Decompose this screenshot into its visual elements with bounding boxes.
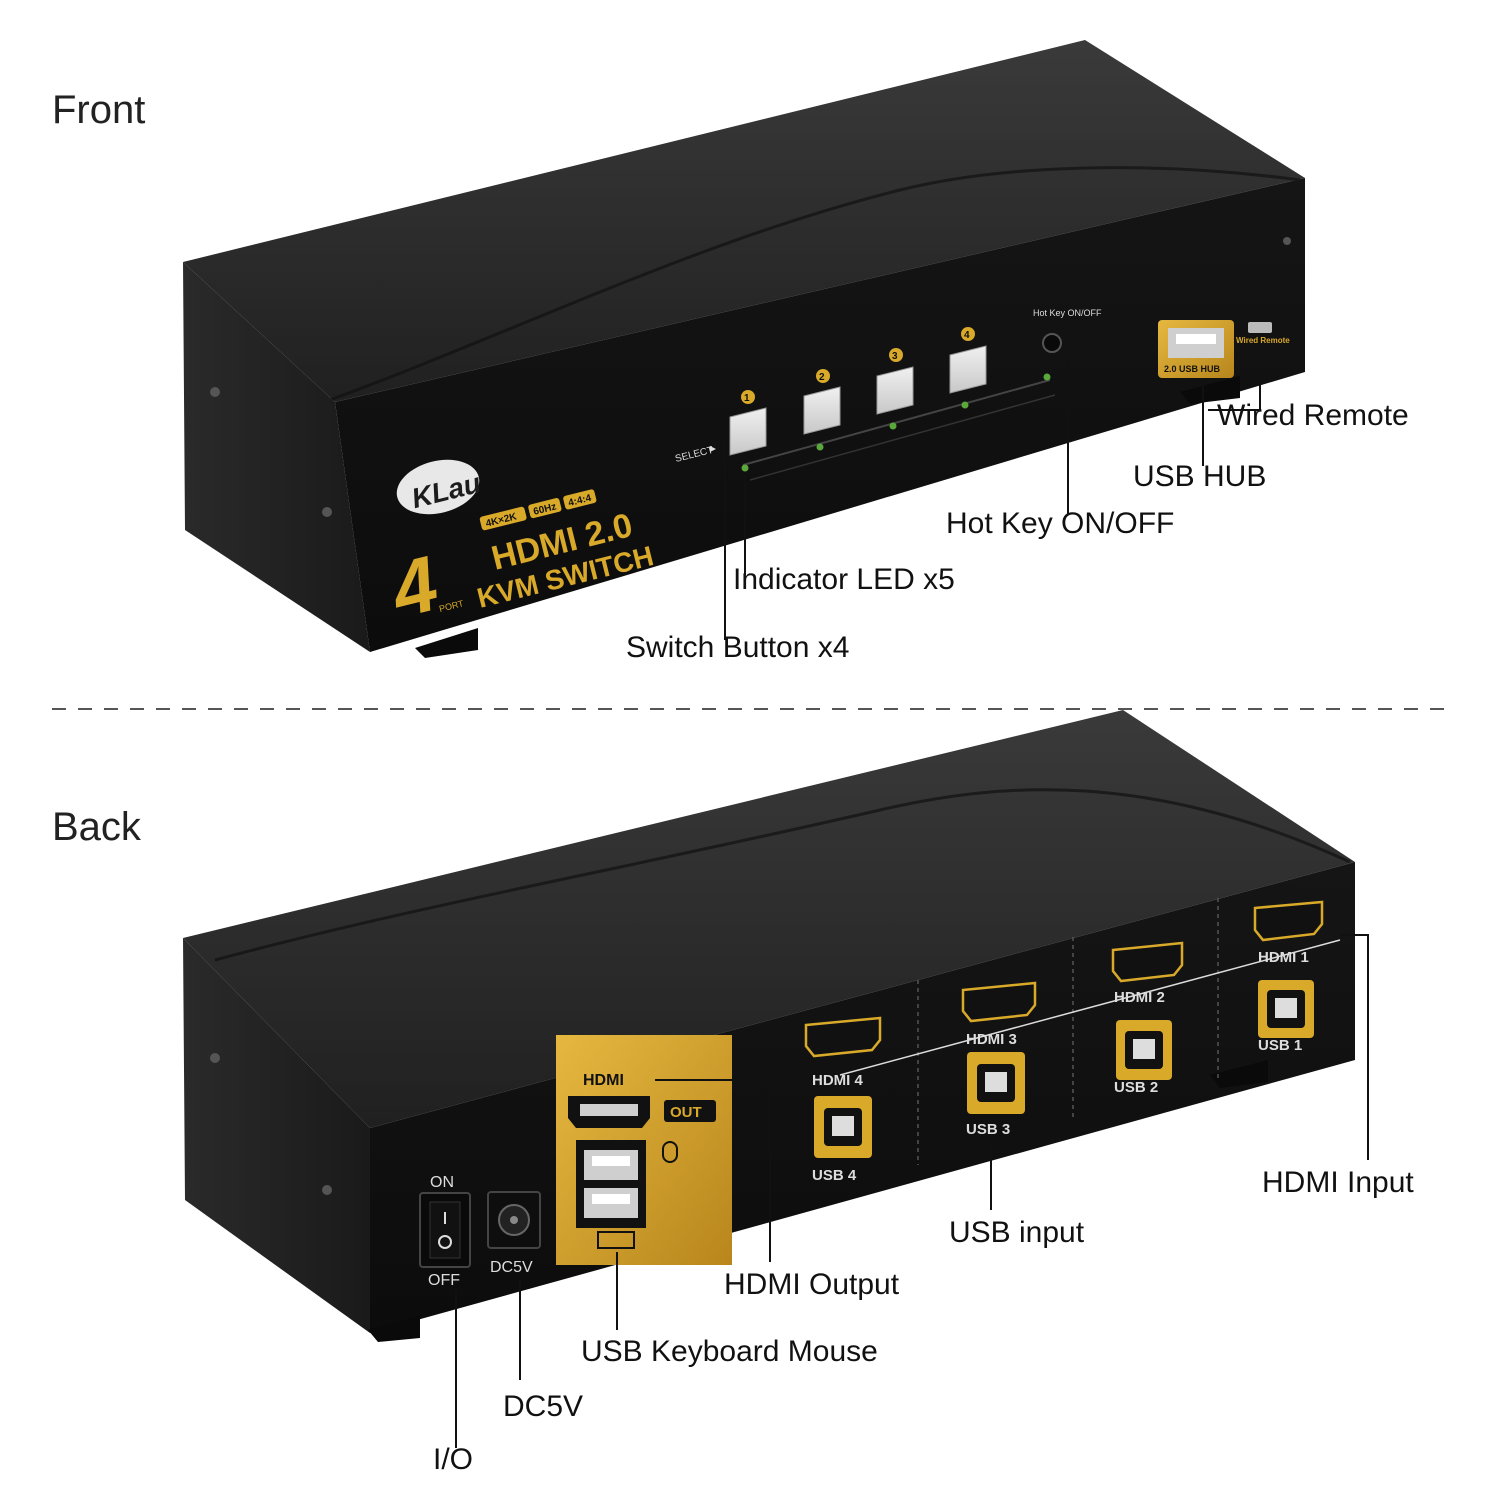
callout-io: I/O xyxy=(433,1443,474,1476)
hdmi-3-label: HDMI 3 xyxy=(966,1031,1017,1048)
output-hdmi-label: HDMI xyxy=(583,1072,624,1089)
hdmi-input-1[interactable]: HDMI 1 xyxy=(1253,900,1324,966)
switch-button-4[interactable]: 4 xyxy=(949,327,987,409)
button-number-1: 1 xyxy=(744,393,750,404)
dc-label: DC5V xyxy=(490,1259,533,1276)
hdmi-input-2[interactable]: HDMI 2 xyxy=(1111,941,1184,1006)
callout-dc5v: DC5V xyxy=(503,1390,584,1423)
usb-input-3[interactable]: USB 3 xyxy=(966,1052,1025,1138)
indicator-led-2 xyxy=(816,443,824,451)
usb-1-label: USB 1 xyxy=(1258,1037,1302,1054)
usb-hub-port[interactable]: 2.0 USB HUB xyxy=(1158,320,1234,378)
switch-button-1[interactable]: 1 xyxy=(729,390,767,472)
indicator-led-3 xyxy=(889,422,897,430)
callout-usb-hub: USB HUB xyxy=(1133,460,1267,493)
back-title: Back xyxy=(52,805,141,849)
callout-hdmi-output: HDMI Output xyxy=(724,1268,900,1301)
front-title: Front xyxy=(52,88,146,132)
keyboard-icon xyxy=(597,1231,635,1249)
usb-4-label: USB 4 xyxy=(812,1167,857,1184)
callout-hot-key: Hot Key ON/OFF xyxy=(946,507,1175,540)
back-device: ON OFF DC5V HDMI OUT xyxy=(183,710,1369,1448)
usb-2-label: USB 2 xyxy=(1114,1079,1158,1096)
indicator-led-1 xyxy=(741,464,749,472)
callout-wired-remote: Wired Remote xyxy=(1217,399,1409,432)
mouse-icon xyxy=(662,1141,678,1163)
brand-logo xyxy=(396,459,480,515)
hdmi-1-label: HDMI 1 xyxy=(1258,949,1309,966)
usb-input-2[interactable]: USB 2 xyxy=(1114,1020,1172,1096)
output-out-label: OUT xyxy=(670,1104,702,1121)
wired-remote-port[interactable]: Wired Remote xyxy=(1236,322,1290,345)
power-on-label: ON xyxy=(430,1174,454,1191)
hdmi-input-4[interactable]: HDMI 4 xyxy=(804,1016,882,1089)
power-off-label: OFF xyxy=(428,1272,460,1289)
callout-hdmi-input: HDMI Input xyxy=(1262,1166,1414,1199)
button-number-3: 3 xyxy=(892,351,898,362)
front-callout-lines xyxy=(724,360,1261,640)
usb-input-1[interactable]: USB 1 xyxy=(1258,980,1314,1054)
back-callout-lines xyxy=(455,934,1369,1448)
usb-keyboard-mouse-ports[interactable] xyxy=(576,1140,646,1228)
badge-refresh: 60Hz xyxy=(532,501,557,517)
usb-input-4[interactable]: USB 4 xyxy=(812,1096,872,1184)
callout-indicator-led: Indicator LED x5 xyxy=(733,563,955,596)
hotkey-button[interactable] xyxy=(1042,333,1062,353)
hdmi-input-3[interactable]: HDMI 3 xyxy=(961,981,1037,1048)
hotkey-label: Hot Key ON/OFF xyxy=(1033,308,1102,318)
button-number-4: 4 xyxy=(964,330,970,341)
hdmi-2-label: HDMI 2 xyxy=(1114,989,1165,1006)
switch-button-2[interactable]: 2 xyxy=(803,369,841,451)
wired-remote-label: Wired Remote xyxy=(1236,336,1290,345)
callout-usb-input: USB input xyxy=(949,1216,1085,1249)
usb-3-label: USB 3 xyxy=(966,1121,1010,1138)
switch-button-3[interactable]: 3 xyxy=(876,348,914,430)
callout-switch-button: Switch Button x4 xyxy=(626,631,850,664)
usb-hub-label: 2.0 USB HUB xyxy=(1164,364,1221,374)
hdmi-4-label: HDMI 4 xyxy=(812,1072,863,1089)
indicator-led-5 xyxy=(1043,373,1051,381)
hdmi-output-port[interactable] xyxy=(568,1096,650,1128)
indicator-led-4 xyxy=(961,401,969,409)
callout-usb-keyboard-mouse: USB Keyboard Mouse xyxy=(581,1335,878,1368)
button-number-2: 2 xyxy=(819,372,825,383)
